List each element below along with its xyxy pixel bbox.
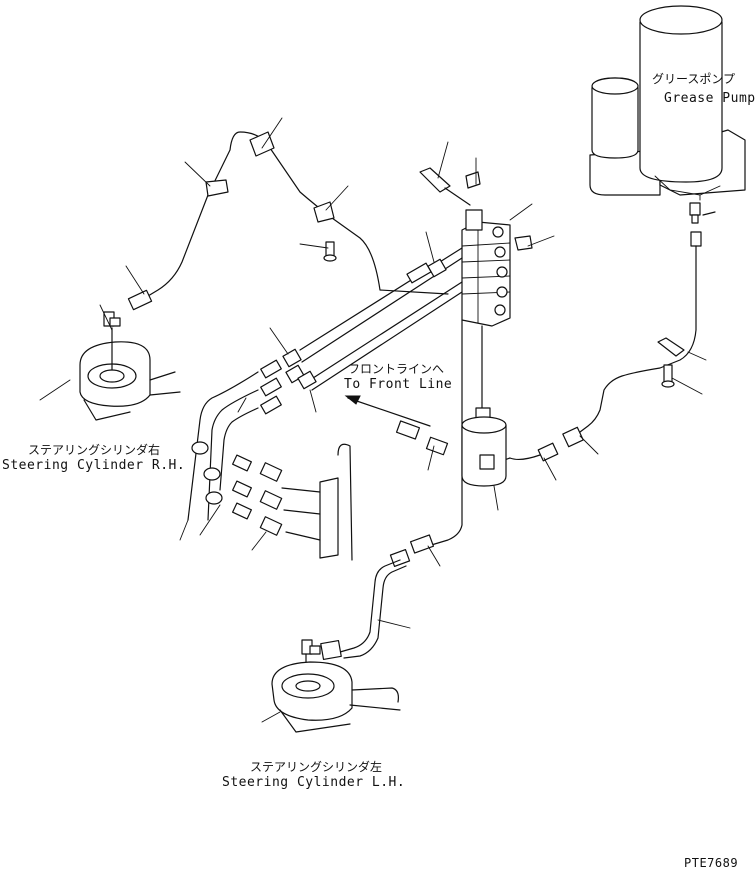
front-line-arrow bbox=[347, 397, 431, 427]
rh-upper-clamps bbox=[205, 131, 335, 223]
rh-upper-fitting bbox=[103, 289, 153, 327]
lh-hose bbox=[320, 534, 435, 661]
steering-rh-label-en: Steering Cylinder R.H. bbox=[2, 458, 186, 473]
steering-cylinder-rh bbox=[39, 327, 181, 421]
rh-upper-line bbox=[147, 131, 449, 297]
rh-manifold-panel bbox=[281, 443, 353, 561]
steering-cylinder-lh bbox=[261, 639, 401, 733]
grease-pump-label-en: Grease Pump bbox=[664, 91, 756, 106]
pump-line-clamp bbox=[657, 337, 685, 388]
filter-cylinder bbox=[461, 407, 507, 487]
rh-manifold-fittings bbox=[232, 454, 283, 536]
pump-line-fittings bbox=[537, 426, 584, 462]
steering-rh-label-jp: ステアリングシリンダ右 bbox=[28, 443, 161, 457]
steering-lh-label-en: Steering Cylinder L.H. bbox=[222, 775, 406, 790]
rh-bolt bbox=[323, 241, 337, 262]
front-line-arrowhead bbox=[344, 395, 361, 405]
pump-supply-line bbox=[579, 245, 697, 433]
callout-leaders bbox=[99, 117, 707, 629]
rh-hoses bbox=[187, 371, 259, 521]
part-code: PTE7689 bbox=[684, 856, 739, 870]
grease-pump bbox=[589, 5, 746, 201]
divider-inlet-line bbox=[497, 454, 541, 463]
steering-lh-label-jp: ステアリングシリンダ左 bbox=[250, 760, 383, 774]
divider-bolt bbox=[419, 167, 481, 206]
divider-block bbox=[461, 209, 533, 327]
rh-line-fittings bbox=[260, 258, 447, 415]
divider-lh-line bbox=[427, 319, 463, 547]
front-line-fittings bbox=[395, 420, 449, 456]
pump-outlet-fittings bbox=[689, 202, 716, 247]
grease-pump-label-jp: グリースポンプ bbox=[652, 72, 736, 86]
front-line-label-en: To Front Line bbox=[344, 377, 453, 392]
front-line-label-jp: フロントラインへ bbox=[348, 362, 445, 376]
